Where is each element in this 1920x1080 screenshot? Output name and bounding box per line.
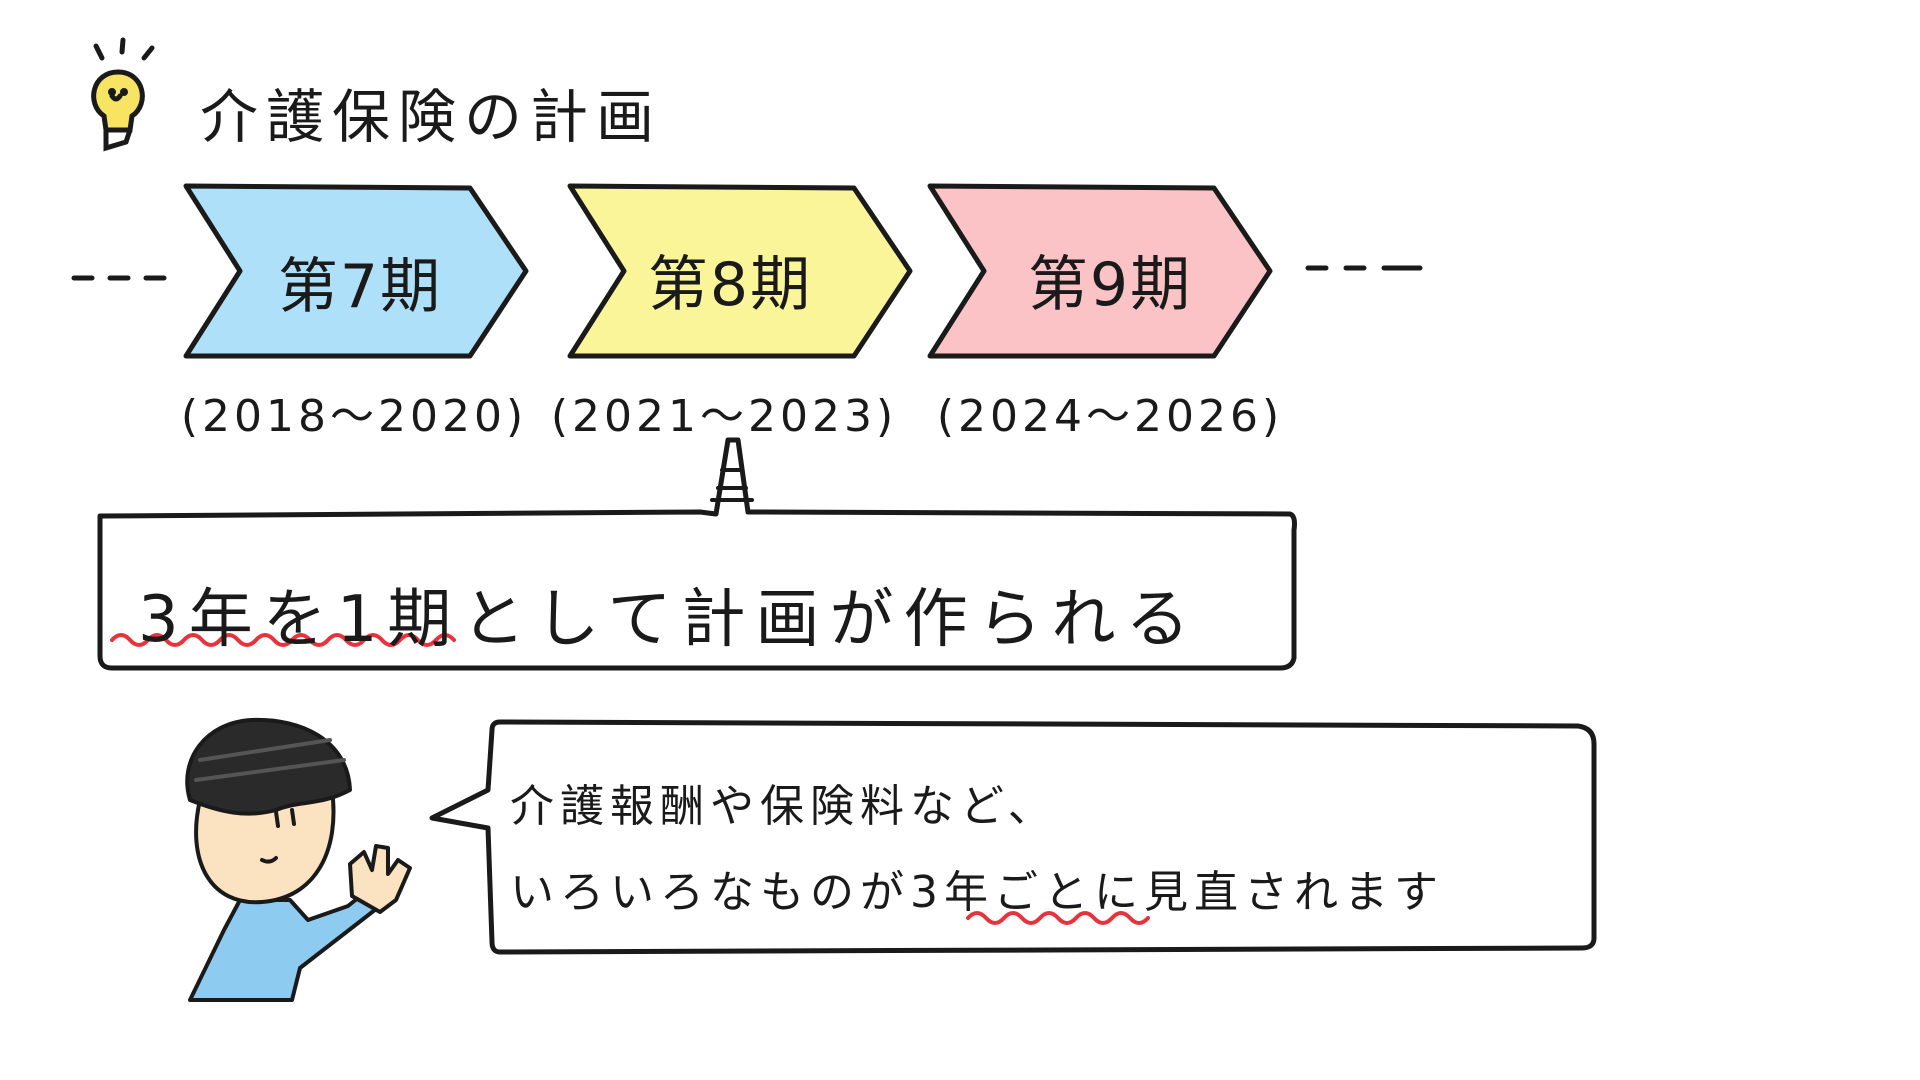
- lightbulb-icon: [91, 37, 155, 152]
- period-arrow-9: [927, 183, 1273, 359]
- period-years-7: (2018〜2020): [180, 391, 528, 442]
- period-label-8: 第8期: [647, 250, 813, 320]
- callout-text: 3年を1期として計画が作られる: [138, 583, 1200, 657]
- period-label-7: 第7期: [277, 252, 443, 322]
- speech-underline: [966, 911, 1150, 925]
- speech-bubble: [429, 719, 1597, 955]
- period-arrow-7: [183, 183, 529, 359]
- page-title: 介護保険の計画: [200, 83, 663, 151]
- period-arrows: [183, 183, 1273, 359]
- period-years-9: (2024〜2026): [936, 391, 1284, 442]
- speech-line-1: 介護報酬や保険料など、: [510, 781, 1058, 832]
- person-illustration: [185, 717, 412, 1002]
- callout-pointer-stripes: [710, 468, 754, 502]
- callout-box: [97, 437, 1297, 671]
- speech-line-2: いろいろなものが3年ごとに見直されます: [510, 867, 1444, 918]
- callout-underline: [110, 633, 456, 647]
- period-arrow-8: [567, 183, 913, 359]
- period-label-9: 第9期: [1027, 250, 1193, 320]
- period-years-8: (2021〜2023): [550, 391, 898, 442]
